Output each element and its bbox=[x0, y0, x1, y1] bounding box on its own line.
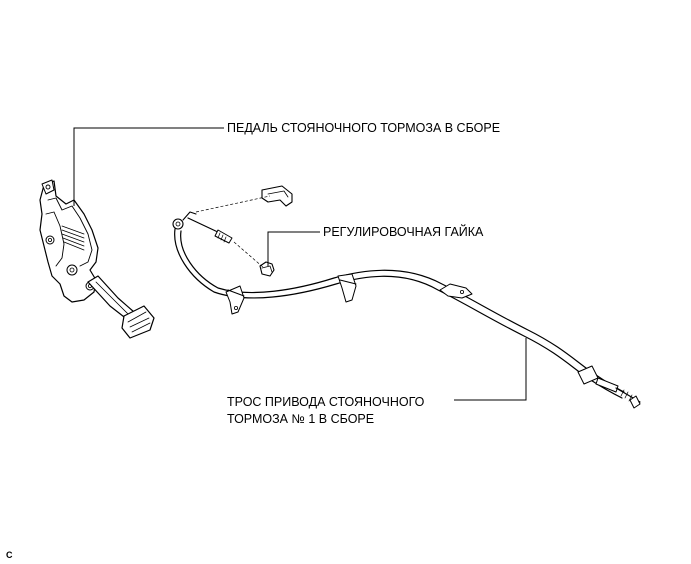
label-parking-brake-pedal: ПЕДАЛЬ СТОЯНОЧНОГО ТОРМОЗА В СБОРЕ bbox=[227, 121, 500, 135]
assembly-line-nut bbox=[233, 241, 265, 269]
parking-brake-cable-illustration bbox=[172, 211, 641, 409]
assembly-line-clip bbox=[195, 195, 271, 213]
label-adjusting-nut: РЕГУЛИРОВОЧНАЯ ГАЙКА bbox=[323, 224, 484, 239]
label-cable-line-1: ТРОС ПРИВОДА СТОЯНОЧНОГО bbox=[227, 395, 425, 409]
clip-illustration bbox=[261, 185, 293, 207]
label-cable-line-2: ТОРМОЗА № 1 В СБОРЕ bbox=[227, 412, 374, 426]
leader-line-pedal bbox=[73, 127, 224, 206]
leader-line-cable bbox=[454, 338, 527, 401]
adjusting-nut-illustration bbox=[259, 261, 275, 277]
parking-brake-pedal-illustration bbox=[39, 179, 155, 339]
leader-line-nut bbox=[267, 231, 320, 266]
corner-mark: C bbox=[6, 550, 13, 560]
